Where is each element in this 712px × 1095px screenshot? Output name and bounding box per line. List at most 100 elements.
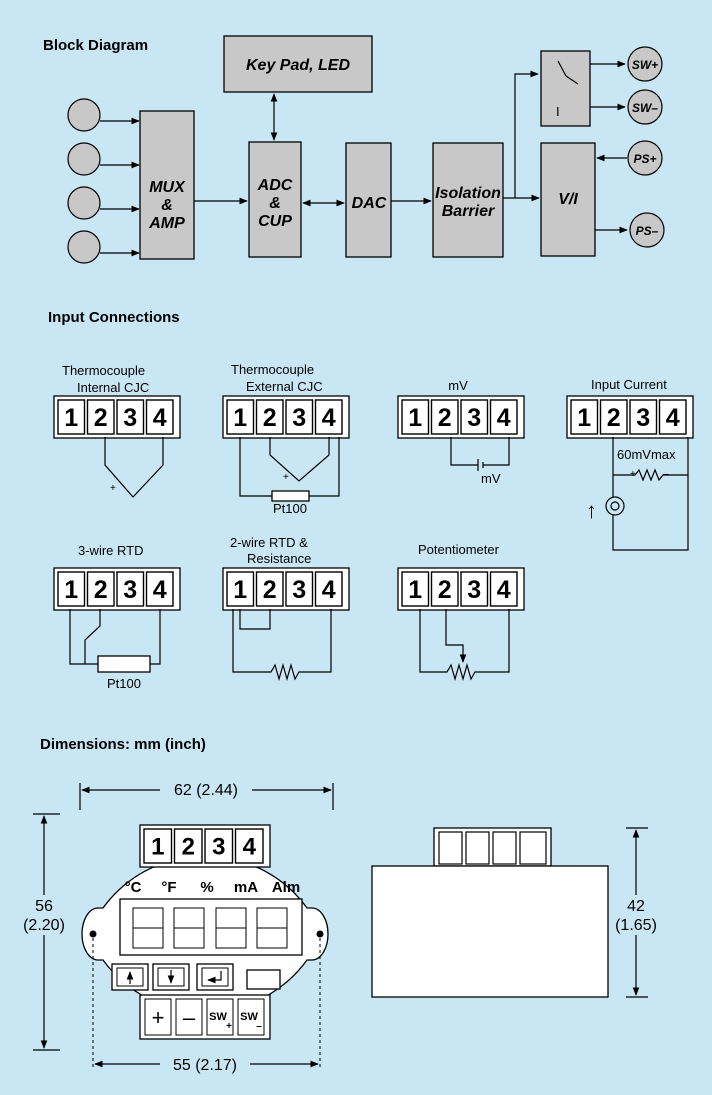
svg-text:°F: °F	[161, 879, 176, 896]
ps-minus-terminal: PS–	[629, 212, 665, 248]
terminal-number: 4	[243, 834, 257, 861]
svg-text:I: I	[556, 104, 560, 119]
terminal-number: 3	[212, 834, 225, 861]
rtd-2wire-resistance: 2-wire RTD & Resistance	[230, 535, 332, 682]
led-display	[119, 898, 303, 956]
svg-text:–: –	[663, 469, 669, 480]
svg-text:SW–: SW–	[632, 101, 658, 115]
svg-text:Pt100: Pt100	[273, 501, 307, 516]
block-diagram-heading: Block Diagram	[43, 37, 148, 54]
terminal-number: 2	[94, 576, 108, 604]
svg-text:56: 56	[35, 898, 53, 915]
terminal-number: 1	[408, 576, 422, 604]
svg-text:CUP: CUP	[258, 213, 292, 230]
tc-external-cjc: Thermocouple External CJC + Pt100	[231, 362, 340, 516]
dac-block: DAC	[345, 142, 392, 258]
mv-input: mV mV	[448, 378, 510, 486]
isolation-barrier-block: Isolation Barrier	[432, 142, 504, 258]
terminal-number: 3	[292, 576, 306, 604]
svg-text:3-wire RTD: 3-wire RTD	[78, 543, 144, 558]
svg-text:Potentiometer: Potentiometer	[418, 542, 500, 557]
terminal-number: 1	[64, 576, 78, 604]
terminal-number: 3	[467, 404, 481, 432]
svg-text:+: +	[152, 1005, 165, 1030]
terminal-number: 1	[151, 834, 164, 861]
terminal-number: 4	[497, 576, 511, 604]
svg-text:42: 42	[627, 898, 645, 915]
terminal-number: 4	[322, 404, 336, 432]
side-view	[371, 827, 609, 998]
terminal-number: 4	[153, 576, 167, 604]
svg-text:PS+: PS+	[633, 152, 656, 166]
svg-text:Pt100: Pt100	[107, 676, 141, 691]
terminal-number: 4	[322, 576, 336, 604]
sw-minus-terminal: SW–	[627, 89, 663, 125]
terminal-number: 2	[438, 576, 452, 604]
terminal-number: 4	[497, 404, 511, 432]
tc-internal-cjc: Thermocouple Internal CJC +	[62, 363, 164, 498]
dim-width-bottom: 55 (2.17)	[94, 1055, 319, 1074]
input-connections-heading: Input Connections	[48, 309, 180, 326]
svg-text:Resistance: Resistance	[247, 551, 311, 566]
svg-text:mV: mV	[481, 471, 501, 486]
svg-text:&: &	[269, 195, 281, 212]
svg-text:Internal CJC: Internal CJC	[77, 380, 149, 395]
terminal-number: 1	[577, 404, 591, 432]
svg-text:Thermocouple: Thermocouple	[231, 362, 314, 377]
svg-text:+: +	[110, 483, 116, 494]
dim-height-right: 42 (1.65)	[611, 827, 663, 998]
terminal-number: 2	[182, 834, 195, 861]
down-key-button[interactable]	[152, 963, 190, 991]
terminal-number: 2	[263, 576, 277, 604]
svg-text:Barrier: Barrier	[442, 203, 495, 220]
svg-text:mV: mV	[448, 378, 468, 393]
svg-text:–: –	[183, 1005, 196, 1030]
svg-text:+: +	[283, 472, 289, 483]
svg-text:MUX: MUX	[149, 179, 186, 196]
svg-text:–: –	[256, 1021, 262, 1032]
svg-text:+: +	[630, 469, 636, 480]
svg-text:V/I: V/I	[558, 191, 578, 208]
svg-text:mA: mA	[234, 879, 258, 896]
terminal-number: 3	[467, 576, 481, 604]
svg-text:DAC: DAC	[352, 195, 387, 212]
svg-text:SW: SW	[240, 1011, 258, 1023]
terminal-number: 2	[263, 404, 277, 432]
svg-text:62 (2.44): 62 (2.44)	[174, 782, 238, 799]
terminal-number: 2	[94, 404, 108, 432]
svg-text:Isolation: Isolation	[435, 185, 501, 202]
power-switch-terminals: + – SW + SW –	[139, 994, 271, 1040]
terminal-number: 3	[636, 404, 650, 432]
up-key-button[interactable]	[111, 963, 149, 991]
keypad-led-block: Key Pad, LED	[223, 35, 373, 93]
enter-key-button[interactable]	[196, 963, 234, 991]
dimensions-heading: Dimensions: mm (inch)	[40, 736, 206, 753]
svg-text:Thermocouple: Thermocouple	[62, 363, 145, 378]
svg-text:(2.20): (2.20)	[23, 917, 65, 934]
input-current: Input Current 60mVmax + – ↑	[586, 377, 689, 551]
adc-cup-block: ADC & CUP	[248, 141, 302, 258]
svg-text:2-wire RTD &: 2-wire RTD &	[230, 535, 308, 550]
terminal-number: 3	[292, 404, 306, 432]
svg-text:Input Current: Input Current	[591, 377, 667, 392]
svg-text:↑: ↑	[586, 498, 597, 523]
svg-text:(1.65): (1.65)	[615, 917, 657, 934]
terminal-number: 1	[233, 404, 247, 432]
svg-text:AMP: AMP	[148, 215, 185, 232]
units-row: °C °F % mA Alm	[125, 879, 301, 896]
svg-text:°C: °C	[125, 879, 142, 896]
svg-text:SW: SW	[209, 1011, 227, 1023]
terminal-number: 1	[64, 404, 78, 432]
svg-text:%: %	[200, 879, 213, 896]
svg-text:60mVmax: 60mVmax	[617, 447, 676, 462]
svg-text:SW+: SW+	[632, 58, 658, 72]
svg-text:PS–: PS–	[636, 224, 659, 238]
